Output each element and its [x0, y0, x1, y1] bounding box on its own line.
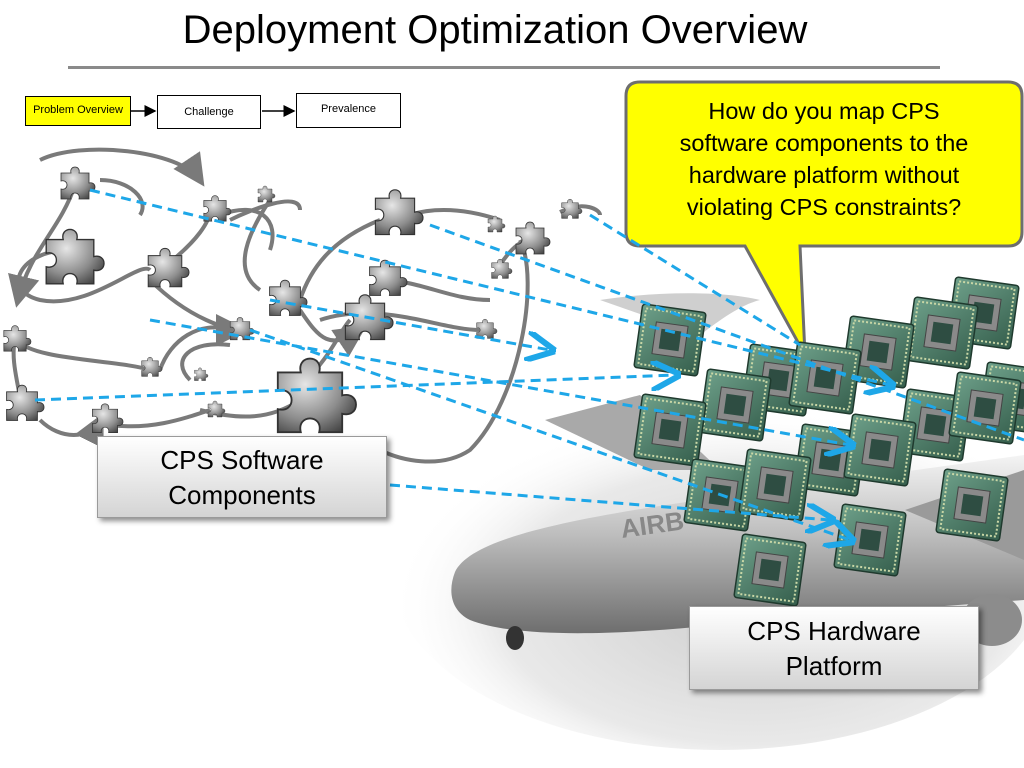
callout-line: violating CPS constraints? — [686, 194, 962, 220]
caption-line: Platform — [785, 651, 883, 681]
callout-line: How do you map CPS — [708, 98, 940, 124]
airplane-fuselage — [451, 455, 1024, 634]
caption-line: Components — [168, 480, 316, 510]
slide-title: Deployment Optimization Overview — [182, 8, 808, 52]
caption-line: CPS Software — [160, 445, 324, 475]
flow-step-challenge: Challenge — [157, 95, 261, 129]
software-components-caption: CPS Software Components — [97, 436, 387, 518]
flow-step-problem-overview: Problem Overview — [25, 96, 131, 126]
callout-question: How do you map CPS software components t… — [640, 95, 1008, 223]
software-component-pieces — [3, 166, 583, 434]
callout-line: hardware platform without — [688, 162, 960, 188]
flow-step-prevalence: Prevalence — [296, 93, 401, 128]
title-divider — [68, 66, 940, 69]
caption-line: CPS Hardware — [747, 616, 921, 646]
mapping-arrows — [34, 188, 1024, 540]
hardware-platform-caption: CPS Hardware Platform — [689, 606, 979, 690]
callout-line: software components to the — [679, 130, 969, 156]
